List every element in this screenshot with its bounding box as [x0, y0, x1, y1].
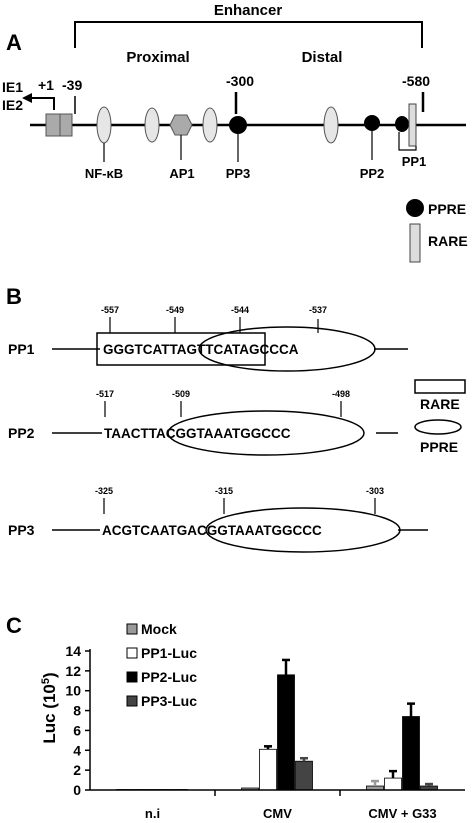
- legend-swatch: [126, 671, 138, 683]
- distal-site-1: [323, 106, 339, 144]
- legend-rare-label: RARE: [428, 233, 468, 249]
- legend-ppre-icon: [406, 199, 424, 217]
- y-axis-label-close: ): [40, 672, 59, 678]
- y-axis: 0 2 4 6 8 10 12 14: [65, 643, 91, 798]
- nfkb-label: NF-κB: [85, 166, 123, 181]
- y-tick-label: 2: [73, 762, 81, 778]
- legend-b-rare-icon: [414, 379, 466, 394]
- pp2-tick-label-498: -498: [332, 389, 350, 399]
- y-tick-label: 0: [73, 782, 81, 798]
- panel-a: A Enhancer Proximal Distal +1 -39 -300 -…: [2, 2, 468, 263]
- legend-b-ppre-label: PPRE: [420, 439, 458, 455]
- enhancer-bracket: [74, 21, 423, 48]
- pp1-label: PP1: [402, 154, 427, 169]
- y-tick-label: 10: [65, 683, 81, 699]
- ie1-label: IE1: [2, 79, 23, 95]
- transcription-arrow: [30, 97, 55, 110]
- y-axis-label-exp: 5: [40, 678, 52, 684]
- pp1-rare-site: [408, 103, 417, 147]
- ie2-label: IE2: [2, 97, 23, 113]
- bar: [295, 760, 313, 791]
- pp2-ppre-ellipse: [167, 410, 365, 456]
- legend-rare-icon: [409, 223, 421, 263]
- pp2-row-label: PP2: [8, 425, 35, 441]
- panel-b: B PP1 GGGTCATTAGTTCATAGCCCA -557 -549 -5…: [6, 284, 466, 553]
- legend-label: PP3-Luc: [141, 693, 197, 709]
- pp2-tick-label-517: -517: [96, 389, 114, 399]
- x-tick-label: CMV: [263, 806, 292, 821]
- y-tick-label: 8: [73, 703, 81, 719]
- pp1-tick-label-544: -544: [231, 305, 249, 315]
- legend-ppre-label: PPRE: [428, 201, 466, 217]
- pp3-ppre-site: [229, 116, 247, 134]
- panel-c-label: C: [6, 613, 22, 638]
- pos-plus1-label: +1: [38, 77, 54, 93]
- proximal-site-2: [202, 107, 218, 143]
- enhancer-label: Enhancer: [214, 2, 283, 19]
- pp3-label: PP3: [226, 166, 251, 181]
- enhancer-label-bg: [192, 2, 304, 20]
- pp2-label: PP2: [360, 166, 385, 181]
- nfkb-site: [96, 106, 112, 144]
- distal-label: Distal: [302, 49, 343, 66]
- bars: [116, 658, 438, 791]
- pp2-tick-label-509: -509: [172, 389, 190, 399]
- legend-label: PP1-Luc: [141, 645, 197, 661]
- pp2-sequence: TAACTTACGGTAAATGGCCC: [104, 426, 291, 441]
- pos-m580-label: -580: [402, 73, 430, 89]
- y-axis-label: Luc (105): [40, 672, 59, 743]
- pos-m39-label: -39: [62, 77, 82, 93]
- ap1-site: [169, 114, 193, 136]
- pp1-ppre-ellipse: [198, 326, 376, 372]
- pp1-tick-label-549: -549: [166, 305, 184, 315]
- ap1-label: AP1: [169, 166, 194, 181]
- pp3-row-label: PP3: [8, 522, 35, 538]
- legend-label: Mock: [141, 621, 177, 637]
- y-tick-label: 6: [73, 722, 81, 738]
- legend-b-rare-label: RARE: [420, 396, 460, 412]
- pp3-tick-label-325: -325: [95, 486, 113, 496]
- bar: [384, 777, 402, 791]
- pp1-row-label: PP1: [8, 341, 35, 357]
- pp1-sequence: GGGTCATTAGTTCATAGCCCA: [103, 342, 299, 357]
- pp3-sequence: ACGTCAATGACGGTAAATGGCCC: [102, 523, 322, 538]
- pp2-ppre-site: [364, 115, 380, 131]
- promoter-box-left: [45, 113, 61, 137]
- legend-swatch: [126, 647, 138, 659]
- bar: [259, 748, 277, 791]
- transcription-arrowhead: [22, 93, 32, 103]
- legend-swatch: [126, 695, 138, 707]
- pp3-ppre-ellipse: [205, 507, 401, 553]
- pp3-tick-label-315: -315: [215, 486, 233, 496]
- panel-b-label: B: [6, 284, 22, 309]
- pos-m300-label: -300: [226, 73, 254, 89]
- x-axis: n.i CMV CMV + G33: [90, 789, 465, 821]
- y-tick-label: 4: [73, 742, 81, 758]
- pp1-tick-label-537: -537: [309, 305, 327, 315]
- pp1-bracket: [398, 132, 417, 151]
- promoter-box-right: [59, 113, 73, 137]
- x-tick-label: n.i: [145, 806, 160, 821]
- legend-label: PP2-Luc: [141, 669, 197, 685]
- x-tick-label: CMV + G33: [368, 806, 436, 821]
- proximal-label: Proximal: [126, 49, 189, 66]
- bar: [277, 674, 295, 791]
- panel-a-label: A: [6, 30, 22, 55]
- pp3-tick-label-303: -303: [366, 486, 384, 496]
- y-axis-label-main: Luc (10: [40, 684, 59, 744]
- bar: [402, 716, 420, 791]
- pp1-ppre-site: [395, 116, 409, 132]
- pp1-rare-box: [96, 332, 266, 366]
- proximal-site-1: [144, 107, 160, 143]
- y-tick-label: 12: [65, 663, 81, 679]
- legend-b-ppre-icon: [414, 419, 462, 435]
- y-tick-label: 14: [65, 643, 81, 659]
- pp1-tick-label-557: -557: [101, 305, 119, 315]
- legend-swatch: [126, 623, 138, 635]
